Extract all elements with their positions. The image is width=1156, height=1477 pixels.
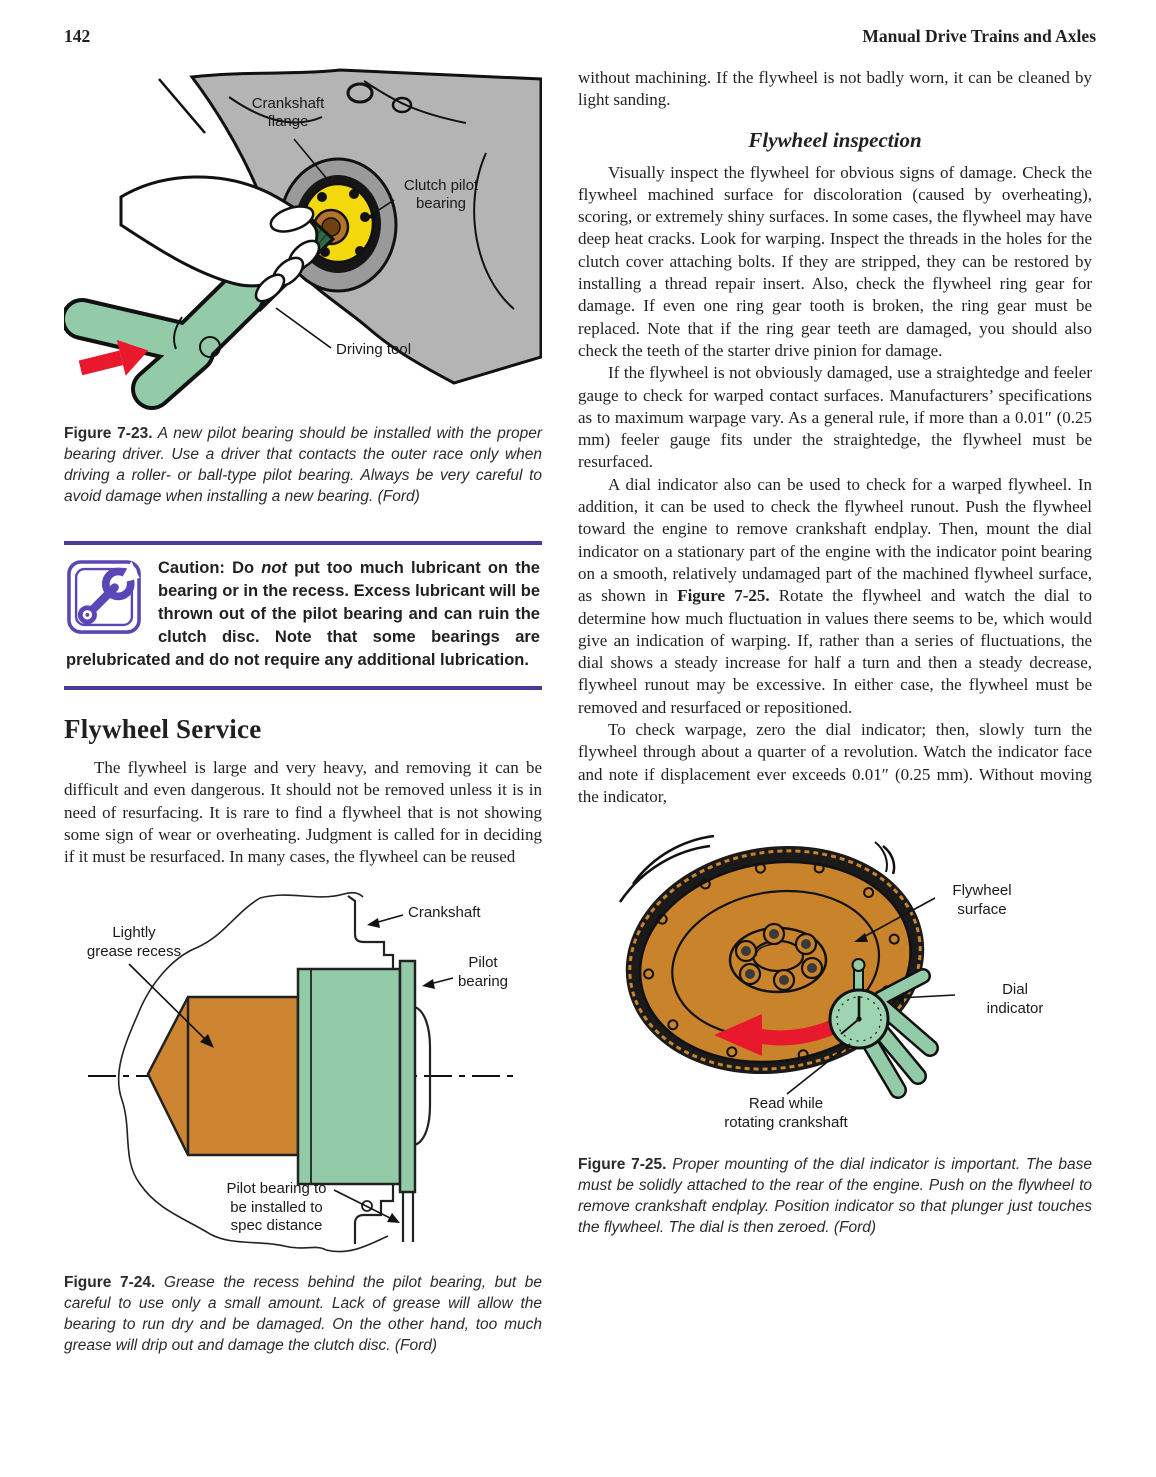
pilot-bearing-cross-section-drawing (88, 892, 514, 1253)
figure-7-23-caption-body: A new pilot bearing should be installed … (64, 425, 542, 505)
page-header: 142 Manual Drive Trains and Axles (64, 26, 1096, 47)
gloved-hand (119, 175, 321, 303)
red-arrow-icon (78, 339, 149, 376)
running-title: Manual Drive Trains and Axles (862, 26, 1096, 46)
figure-7-25-illustration: Flywheel surface Dial indicator Read whi… (578, 818, 1092, 1140)
subheading-flywheel-inspection: Flywheel inspection (748, 127, 922, 152)
figure-7-24-illustration: Lightly grease recess Crankshaft Pilot b… (64, 884, 542, 1260)
figure-7-23-caption-lead: Figure 7-23. (64, 425, 153, 442)
paragraph-dial-indicator: A dial indicator also can be used to che… (578, 474, 1092, 719)
figure-label-flywheel-surface: Flywheel surface (952, 882, 1012, 918)
figure-7-23-caption: Figure 7-23. A new pilot bearing should … (64, 423, 542, 507)
figure-label-crankshaft: Crankshaft (408, 904, 481, 922)
paragraph-check-warpage: To check warpage, zero the dial indicato… (578, 720, 1092, 806)
paragraph-visual-inspection: Visually inspect the flywheel for obviou… (578, 162, 1092, 360)
figure-label-pilot-bearing: Pilot bearing (457, 954, 509, 990)
figure-label-lightly-grease-recess: Lightly grease recess (86, 924, 182, 960)
caution-text-emphasis: not (261, 559, 287, 577)
driving-tool-handle (64, 271, 266, 410)
paragraph-continuation: without machining. If the flywheel is no… (578, 68, 1092, 110)
figure-7-24-caption-lead: Figure 7-24. (64, 1274, 156, 1292)
caution-text-part2: put too much lubricant on the bearing or… (66, 559, 540, 669)
figure-label-read-while-rotating: Read while rotating crankshaft (724, 1095, 848, 1131)
caution-text: Caution: Do not put too much lubricant o… (66, 557, 540, 672)
flywheel-hub (728, 923, 828, 994)
page-number: 142 (64, 26, 91, 46)
flywheel-service-paragraph: The flywheel is large and very heavy, an… (64, 758, 542, 867)
figure-7-25-caption-body: Proper mounting of the dial indicator is… (578, 1156, 1092, 1237)
figure-7-23-illustration: Crankshaft flange Clutch pilot bearing D… (64, 67, 542, 415)
paragraph-dial-indicator-a: A dial indicator also can be used to che… (578, 474, 1092, 606)
flywheel-dial-indicator-drawing (618, 834, 956, 1100)
figure-label-clutch-pilot-bearing: Clutch pilot bearing (403, 177, 479, 213)
wrench-icon (67, 560, 141, 634)
pilot-bearing-driver-drawing (64, 68, 542, 410)
figure-7-25-reference: Figure 7-25. (677, 586, 770, 606)
crankshaft-nose-shape (146, 996, 300, 1157)
caution-box: Caution: Do not put too much lubricant o… (64, 541, 542, 690)
pilot-bearing-section-shape (296, 960, 417, 1194)
figure-7-25-caption: Figure 7-25. Proper mounting of the dial… (578, 1154, 1092, 1238)
figure-label-dial-indicator: Dial indicator (986, 981, 1044, 1017)
paragraph-straightedge: If the flywheel is not obviously damaged… (578, 363, 1092, 472)
figure-label-spec-distance: Pilot bearing to be installed to spec di… (226, 1180, 327, 1235)
figure-label-crankshaft-flange: Crankshaft flange (251, 95, 325, 131)
figure-7-25-caption-lead: Figure 7-25. (578, 1156, 667, 1174)
figure-label-driving-tool: Driving tool (336, 341, 412, 358)
caution-text-part1: Caution: Do (158, 559, 262, 577)
figure-7-24-caption: Figure 7-24. Grease the recess behind th… (64, 1272, 542, 1356)
section-heading-flywheel-service: Flywheel Service (64, 714, 262, 744)
paragraph-dial-indicator-b: Rotate the flywheel and watch the dial t… (578, 586, 1092, 717)
figure-7-24-caption-body: Grease the recess behind the pilot beari… (64, 1274, 542, 1355)
dial-indicator-shape (828, 958, 939, 1100)
